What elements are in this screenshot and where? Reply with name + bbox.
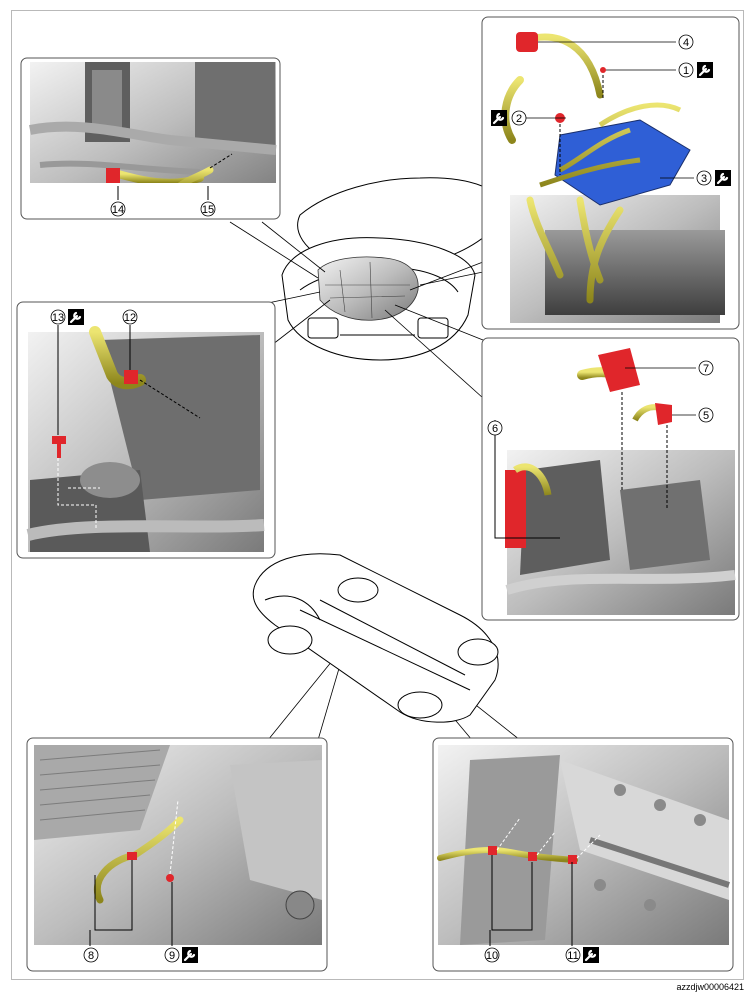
panel-mid-right [481, 337, 740, 621]
panel-bottom-left [26, 737, 328, 972]
callout-9-number: 9 [169, 950, 175, 962]
wrench-icon [695, 60, 715, 80]
car-underside [252, 553, 499, 723]
callout-14: 14 [110, 201, 126, 217]
wrench-icon [180, 945, 200, 965]
callout-1: 1 [678, 60, 715, 80]
callout-2-number: 2 [516, 113, 522, 125]
callout-15: 15 [200, 201, 216, 217]
callout-7-number: 7 [703, 363, 709, 375]
callout-13: 13 [50, 307, 86, 327]
engine-bay-mini [317, 256, 419, 321]
wrench-icon [66, 307, 86, 327]
callout-5-number: 5 [703, 410, 709, 422]
callout-15-number: 15 [202, 204, 214, 216]
callout-12: 12 [122, 309, 138, 325]
panel-bottom-right [432, 737, 734, 972]
callout-6-number: 6 [492, 423, 498, 435]
callout-10: 10 [484, 947, 500, 963]
car-front-hood-open [281, 177, 506, 361]
callout-8-number: 8 [88, 950, 94, 962]
callout-leaders [538, 41, 696, 416]
document-id: azzdjw00006421 [676, 982, 744, 992]
callout-9: 9 [164, 945, 200, 965]
callout-12-number: 12 [124, 312, 136, 324]
callout-13-number: 13 [52, 312, 64, 324]
panel-top-left [20, 57, 281, 220]
callout-6: 6 [487, 420, 503, 436]
callout-2: 2 [489, 108, 548, 128]
wrench-icon [713, 168, 733, 188]
callout-3: 3 [696, 168, 733, 188]
callout-4-number: 4 [683, 37, 689, 49]
wrench-icon [581, 945, 601, 965]
callout-14-number: 14 [112, 204, 124, 216]
panel-mid-left [16, 301, 276, 559]
wrench-icon [489, 108, 509, 128]
callout-7: 7 [698, 360, 714, 376]
callout-8: 8 [83, 947, 99, 963]
callout-4: 4 [678, 34, 694, 50]
callout-1-number: 1 [683, 65, 689, 77]
callout-10-number: 10 [486, 950, 498, 962]
panel-top-right [481, 16, 740, 330]
callout-5: 5 [698, 407, 714, 423]
callout-11-number: 11 [567, 950, 578, 962]
callout-11: 11 [565, 945, 601, 965]
callout-3-number: 3 [701, 173, 707, 185]
